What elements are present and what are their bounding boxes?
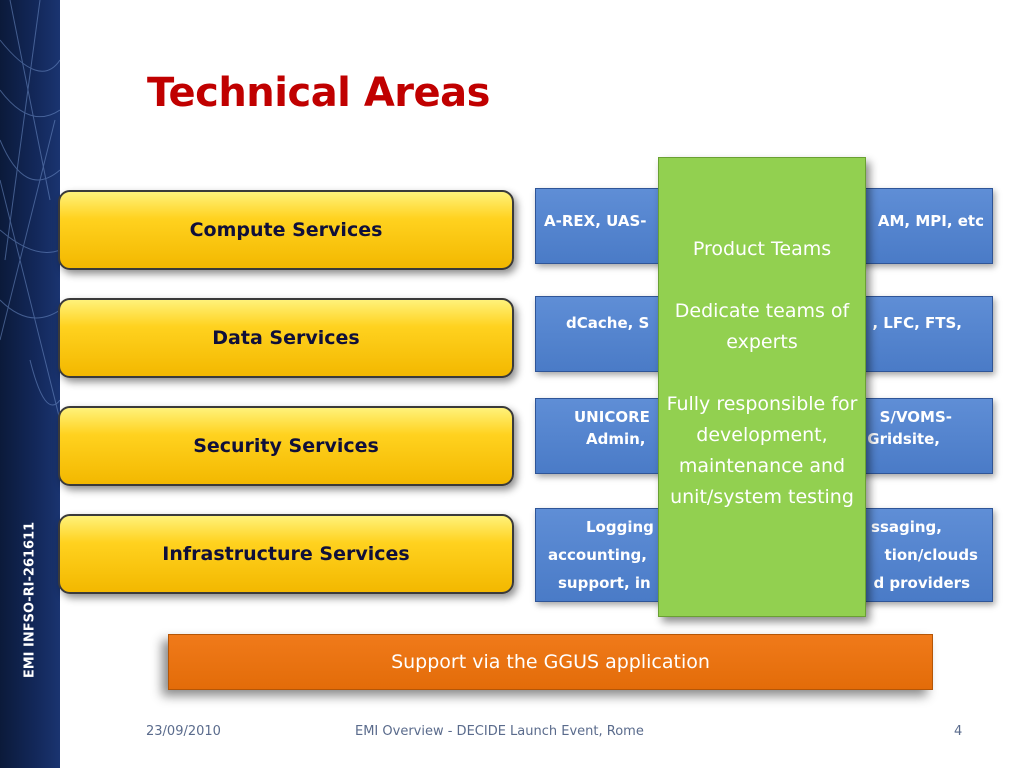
- data-details-right: , LFC, FTS,: [872, 314, 962, 332]
- compute-services-label: Compute Services: [189, 219, 383, 241]
- infra-details-left-1: Logging: [586, 518, 654, 536]
- compute-details-right: AM, MPI, etc: [877, 212, 984, 230]
- slide-title: Technical Areas: [147, 70, 490, 116]
- product-teams-box: Product Teams Dedicate teams of experts …: [658, 157, 866, 617]
- product-teams-responsibility: Fully responsible for development, maint…: [666, 393, 858, 508]
- compute-services-box: Compute Services: [58, 190, 514, 270]
- security-services-label: Security Services: [193, 435, 379, 457]
- infra-details-left-3: support, in: [558, 574, 651, 592]
- sidebar-label: EMI INFSO-RI-261611: [22, 521, 38, 679]
- footer-page-number: 4: [954, 724, 963, 739]
- infra-details-right-1: ssaging,: [871, 518, 942, 536]
- infrastructure-services-box: Infrastructure Services: [58, 514, 514, 594]
- compute-details-left: A-REX, UAS-: [544, 212, 647, 230]
- security-services-box: Security Services: [58, 406, 514, 486]
- data-services-box: Data Services: [58, 298, 514, 378]
- footer-event: EMI Overview - DECIDE Launch Event, Rome: [355, 724, 644, 739]
- sidebar: EMI INFSO-RI-261611: [0, 0, 60, 768]
- product-teams-experts: Dedicate teams of experts: [674, 300, 850, 353]
- sidebar-grid-decoration: [0, 0, 60, 421]
- product-teams-heading: Product Teams: [692, 238, 832, 260]
- security-details-left-1: UNICORE: [574, 408, 650, 426]
- infra-details-right-2: tion/clouds: [884, 546, 978, 564]
- data-services-label: Data Services: [212, 327, 360, 349]
- infra-details-right-3: d providers: [873, 574, 970, 592]
- security-details-right-1: S/VOMS-: [879, 408, 952, 426]
- infrastructure-services-label: Infrastructure Services: [162, 543, 410, 565]
- support-bar: Support via the GGUS application: [168, 634, 933, 690]
- support-label: Support via the GGUS application: [391, 651, 710, 673]
- security-details-left-2: Admin,: [586, 430, 646, 448]
- data-details-left: dCache, S: [566, 314, 650, 332]
- security-details-right-2: Gridsite,: [867, 430, 940, 448]
- footer-date: 23/09/2010: [146, 724, 221, 739]
- infra-details-left-2: accounting,: [548, 546, 647, 564]
